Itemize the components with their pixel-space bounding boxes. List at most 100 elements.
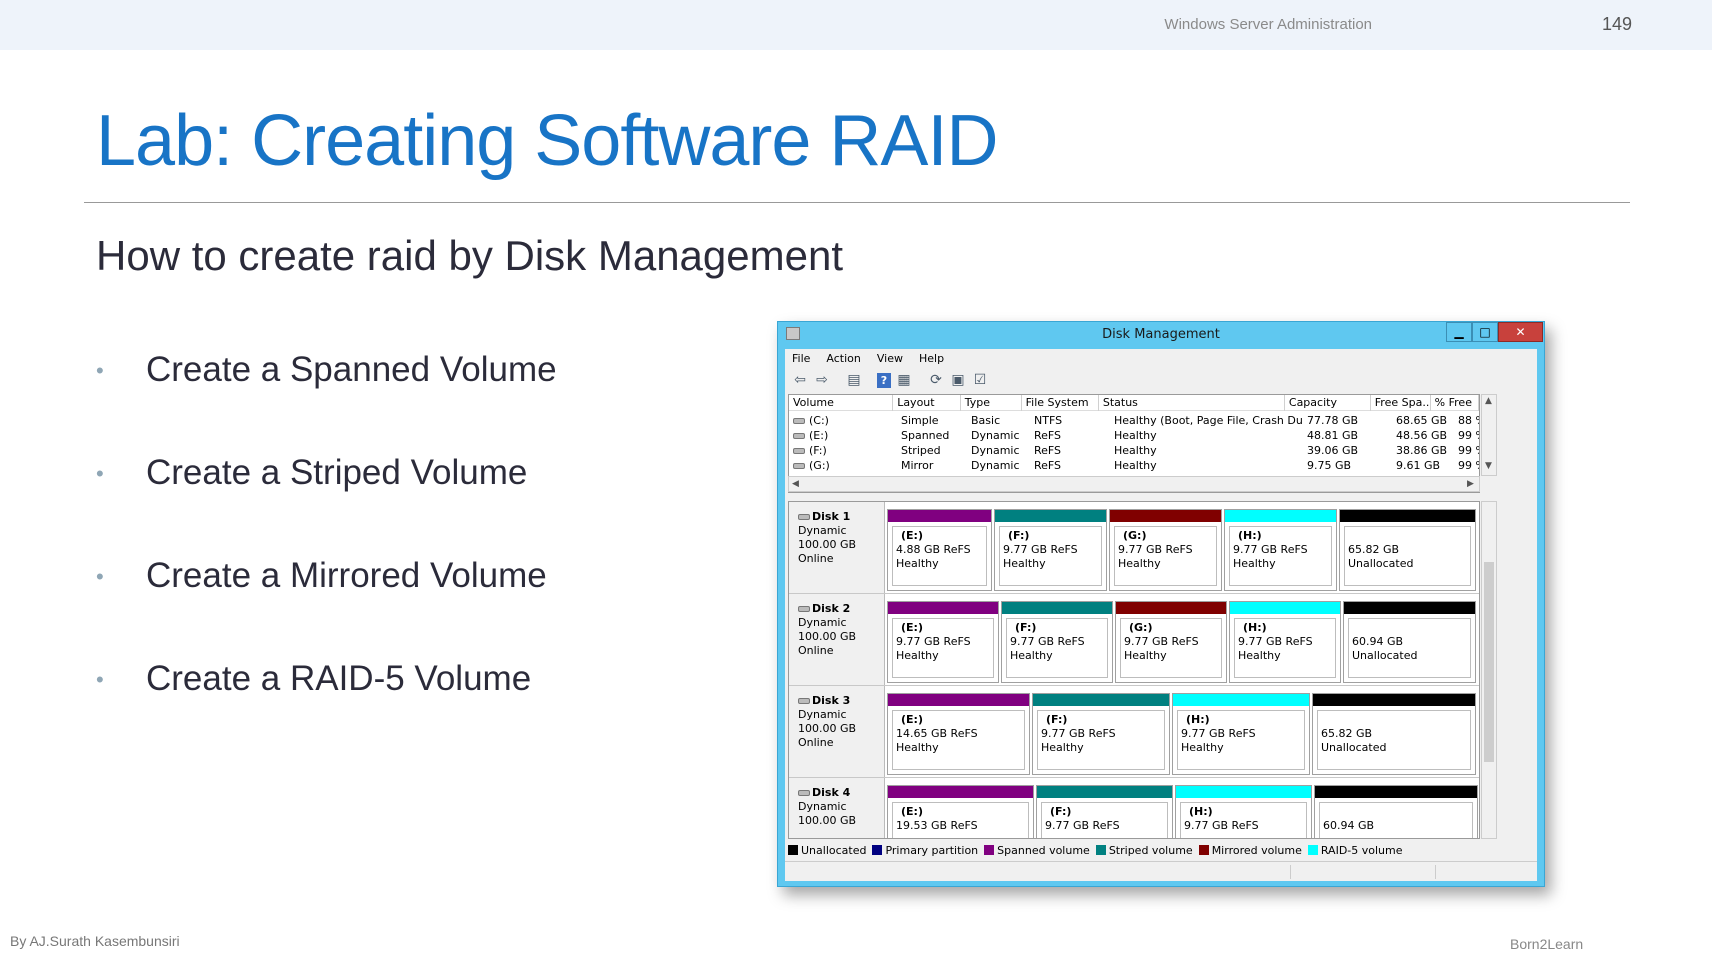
partition-size: 9.77 GB ReFS bbox=[1041, 727, 1116, 740]
close-button[interactable]: ✕ bbox=[1498, 322, 1543, 342]
window-titlebar[interactable]: Disk Management ▁ □ ✕ bbox=[778, 322, 1544, 348]
console-tree-icon[interactable]: ▤ bbox=[847, 372, 861, 388]
maximize-button[interactable]: □ bbox=[1472, 322, 1498, 342]
volume-list-hscroll[interactable]: ◀ ▶ bbox=[788, 476, 1480, 492]
partition-color-bar bbox=[888, 510, 991, 522]
menu-help[interactable]: Help bbox=[918, 351, 945, 365]
scroll-up-icon[interactable]: ▲ bbox=[1485, 396, 1492, 406]
disk-type: Dynamic bbox=[798, 524, 847, 537]
column-header[interactable]: Type bbox=[961, 395, 1022, 411]
back-arrow-icon[interactable]: ⇦ bbox=[794, 372, 806, 388]
column-header[interactable]: Layout bbox=[893, 395, 961, 411]
volume-cell: Basic bbox=[971, 413, 1001, 427]
partition-size: 9.77 GB ReFS bbox=[1233, 543, 1308, 556]
volume-cell: Healthy (Boot, Page File, Crash Du... bbox=[1114, 413, 1303, 427]
volume-cell: Simple bbox=[901, 413, 939, 427]
disk-name: Disk 1 bbox=[798, 510, 884, 524]
disk-name: Disk 2 bbox=[798, 602, 884, 616]
menu-file[interactable]: File bbox=[792, 351, 811, 365]
disk-state: Online bbox=[798, 736, 834, 749]
partition-size: 60.94 GB bbox=[1323, 819, 1375, 832]
bullet-item: •Create a Mirrored Volume bbox=[96, 556, 547, 595]
column-header[interactable]: Free Spa... bbox=[1371, 395, 1431, 411]
scroll-left-icon[interactable]: ◀ bbox=[792, 479, 799, 489]
volume-name: (E:) bbox=[789, 428, 897, 443]
menu-action[interactable]: Action bbox=[826, 351, 861, 365]
toolbar: ⇦ ⇨ ▤ ? ▦ ⟳ ▣ ☑ bbox=[785, 368, 1537, 392]
legend-item: RAID-5 volume bbox=[1307, 844, 1403, 857]
column-header[interactable]: File System bbox=[1022, 395, 1099, 411]
disk-management-window: Disk Management ▁ □ ✕ File Action View H… bbox=[777, 321, 1545, 887]
scroll-thumb[interactable] bbox=[1484, 562, 1494, 762]
partition-block[interactable]: (E:)19.53 GB ReFS bbox=[887, 785, 1034, 838]
volume-cell: 9.75 GB bbox=[1307, 458, 1352, 472]
volume-cell: ReFS bbox=[1034, 428, 1062, 442]
forward-arrow-icon[interactable]: ⇨ bbox=[816, 372, 828, 388]
partition-status: Healthy bbox=[896, 557, 939, 570]
volume-list-vscroll[interactable]: ▲ ▼ bbox=[1481, 394, 1497, 476]
graphical-view-vscroll[interactable] bbox=[1481, 501, 1497, 839]
volume-cell: ReFS bbox=[1034, 458, 1062, 472]
menu-view[interactable]: View bbox=[876, 351, 903, 365]
column-header[interactable]: Volume bbox=[789, 395, 894, 411]
title-divider bbox=[84, 202, 1630, 203]
refresh-icon[interactable]: ⟳ bbox=[930, 372, 942, 388]
help-icon[interactable]: ? bbox=[877, 372, 891, 388]
partition-color-bar bbox=[1315, 786, 1477, 798]
partition-status: Healthy bbox=[1124, 649, 1167, 662]
partition-label: (E:) bbox=[901, 621, 923, 634]
scroll-down-icon[interactable]: ▼ bbox=[1485, 461, 1492, 471]
volume-icon bbox=[793, 447, 805, 454]
column-header[interactable]: Status bbox=[1099, 395, 1285, 411]
column-header[interactable]: Capacity bbox=[1285, 395, 1371, 411]
partition-block[interactable]: 60.94 GB bbox=[1314, 785, 1478, 838]
volume-cell: Healthy bbox=[1114, 428, 1157, 442]
partition-block[interactable]: (F:)9.77 GB ReFS bbox=[1036, 785, 1173, 838]
panel-icon[interactable]: ▦ bbox=[897, 372, 911, 388]
scroll-right-icon[interactable]: ▶ bbox=[1467, 479, 1474, 489]
partition-status: Healthy bbox=[896, 741, 939, 754]
slide-title: Lab: Creating Software RAID bbox=[96, 101, 998, 181]
header-bar: Windows Server Administration 149 bbox=[0, 0, 1712, 50]
volume-cell: 77.78 GB bbox=[1307, 413, 1359, 427]
partition-size: 9.77 GB ReFS bbox=[1238, 635, 1313, 648]
properties-icon[interactable]: ▣ bbox=[951, 372, 965, 388]
minimize-button[interactable]: ▁ bbox=[1446, 322, 1472, 342]
volume-cell: 48.56 GB bbox=[1396, 428, 1448, 442]
volume-cell: 39.06 GB bbox=[1307, 443, 1359, 457]
column-header[interactable]: % Free bbox=[1431, 395, 1479, 411]
volume-cell: 48.81 GB bbox=[1307, 428, 1359, 442]
partition-block[interactable]: (H:)9.77 GB ReFS bbox=[1175, 785, 1312, 838]
settings-icon[interactable]: ☑ bbox=[973, 372, 987, 388]
partition-size: 9.77 GB ReFS bbox=[1045, 819, 1120, 832]
volume-cell: 99 % bbox=[1458, 458, 1479, 472]
disk-size: 100.00 GB bbox=[798, 814, 857, 827]
